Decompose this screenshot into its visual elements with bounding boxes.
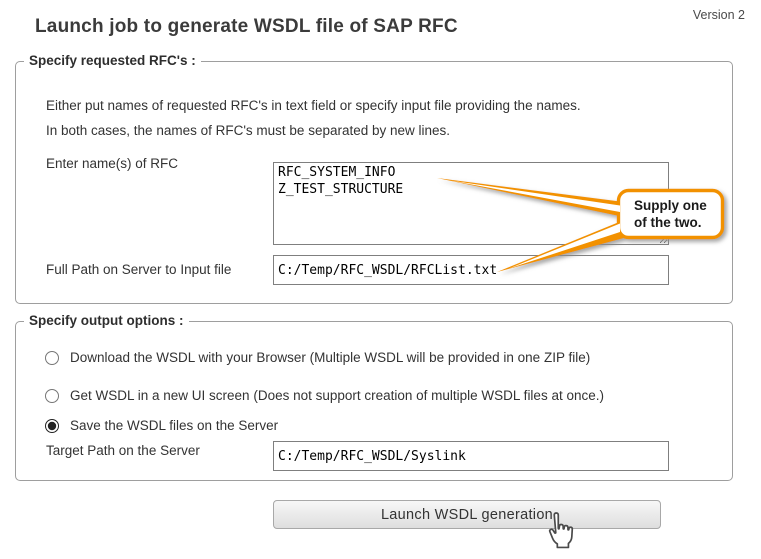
save-on-server-label[interactable]: Save the WSDL files on the Server — [70, 418, 279, 433]
instruction-line-2: In both cases, the names of RFC's must b… — [46, 123, 451, 138]
target-path-label: Target Path on the Server — [46, 443, 200, 458]
option-new-ui-screen[interactable]: Get WSDL in a new UI screen (Does not su… — [45, 388, 604, 403]
download-browser-label[interactable]: Download the WSDL with your Browser (Mul… — [70, 350, 591, 365]
option-download-browser[interactable]: Download the WSDL with your Browser (Mul… — [45, 350, 590, 365]
new-ui-screen-label[interactable]: Get WSDL in a new UI screen (Does not su… — [70, 388, 604, 403]
rfc-names-label: Enter name(s) of RFC — [46, 156, 179, 171]
rfc-names-textarea[interactable]: RFC_SYSTEM_INFO Z_TEST_STRUCTURE — [273, 162, 669, 245]
target-path-field[interactable] — [273, 441, 669, 471]
version-label: Version 2 — [692, 8, 745, 22]
option-save-on-server[interactable]: Save the WSDL files on the Server — [45, 418, 278, 433]
page-title: Launch job to generate WSDL file of SAP … — [35, 16, 458, 37]
output-options-section: Specify output options : Download the WS… — [15, 313, 733, 481]
new-ui-screen-radio[interactable] — [45, 388, 59, 403]
launch-wsdl-button[interactable]: Launch WSDL generation — [273, 500, 661, 529]
download-browser-radio[interactable] — [45, 350, 59, 365]
input-file-field[interactable] — [273, 255, 669, 285]
instruction-line-1: Either put names of requested RFC's in t… — [46, 98, 581, 113]
rfc-section-legend: Specify requested RFC's : — [24, 53, 201, 68]
save-on-server-radio[interactable] — [45, 418, 59, 433]
input-file-label: Full Path on Server to Input file — [46, 262, 232, 277]
rfc-section: Specify requested RFC's : Either put nam… — [15, 53, 733, 304]
output-options-legend: Specify output options : — [24, 313, 189, 328]
